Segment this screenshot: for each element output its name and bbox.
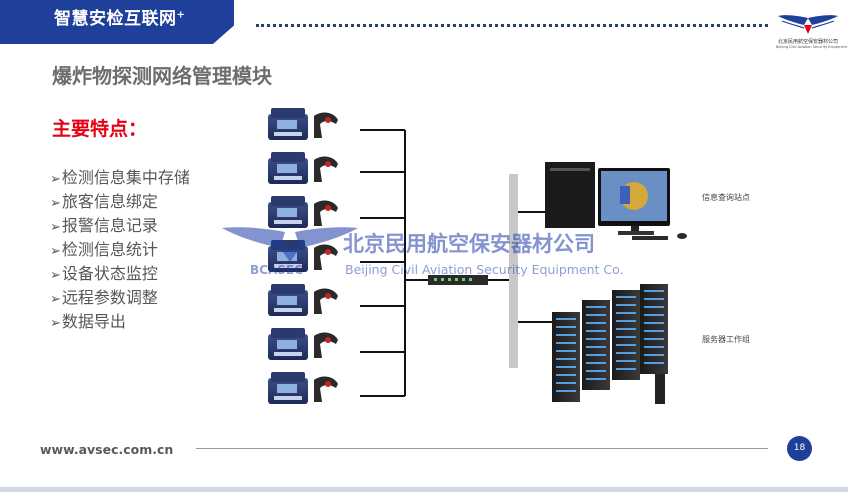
network-switch <box>428 275 488 285</box>
feature-item: ➢检测信息集中存储 <box>50 168 190 187</box>
server-rack-group <box>552 284 668 404</box>
feature-list: ➢检测信息集中存储 ➢旅客信息绑定 ➢报警信息记录 ➢检测信息统计 ➢设备状态监… <box>50 166 190 334</box>
brand-title: 智慧安检互联网+ <box>54 9 186 29</box>
header-dotted-rule <box>256 24 768 27</box>
website-url[interactable]: www.avsec.com.cn <box>40 442 174 457</box>
feature-item: ➢远程参数调整 <box>50 288 158 307</box>
detector-device-3 <box>268 196 338 228</box>
watermark-company-name: 北京民用航空保安器材公司 <box>343 232 595 256</box>
watermark-company-english: Beijing Civil Aviation Security Equipmen… <box>345 262 624 277</box>
watermark-abbreviation: BCASEC <box>250 263 303 277</box>
logo-caption: 北京民用航空保安器材公司 <box>777 39 838 45</box>
wings-logo-icon <box>778 15 838 34</box>
company-logo: 北京民用航空保安器材公司 Beijing Civil Aviation Secu… <box>776 12 848 52</box>
features-heading: 主要特点： <box>52 118 148 140</box>
feature-item: ➢检测信息统计 <box>50 240 158 259</box>
page-title: 爆炸物探测网络管理模块 <box>52 64 272 88</box>
logo-subcaption: Beijing Civil Aviation Security Equipmen… <box>776 45 848 49</box>
footer-rule <box>196 448 768 449</box>
detector-device-5 <box>268 284 338 316</box>
feature-item: ➢报警信息记录 <box>50 216 158 235</box>
query-station-label: 信息查询站点 <box>702 193 750 202</box>
detector-device-2 <box>268 152 338 184</box>
feature-item: ➢旅客信息绑定 <box>50 192 158 211</box>
server-group-label: 服务器工作组 <box>702 335 750 344</box>
query-workstation <box>545 162 687 240</box>
brand-banner: 智慧安检互联网+ <box>0 0 234 44</box>
feature-item: ➢数据导出 <box>50 312 126 331</box>
network-backbone <box>509 174 518 368</box>
bottom-bar <box>0 487 848 492</box>
page-number-badge: 18 <box>787 436 812 461</box>
detector-links <box>360 129 555 397</box>
detector-device-6 <box>268 328 338 360</box>
feature-item: ➢设备状态监控 <box>50 264 158 283</box>
detector-device-1 <box>268 108 338 140</box>
watermark-wings-icon <box>222 227 358 262</box>
detector-device-7 <box>268 372 338 404</box>
